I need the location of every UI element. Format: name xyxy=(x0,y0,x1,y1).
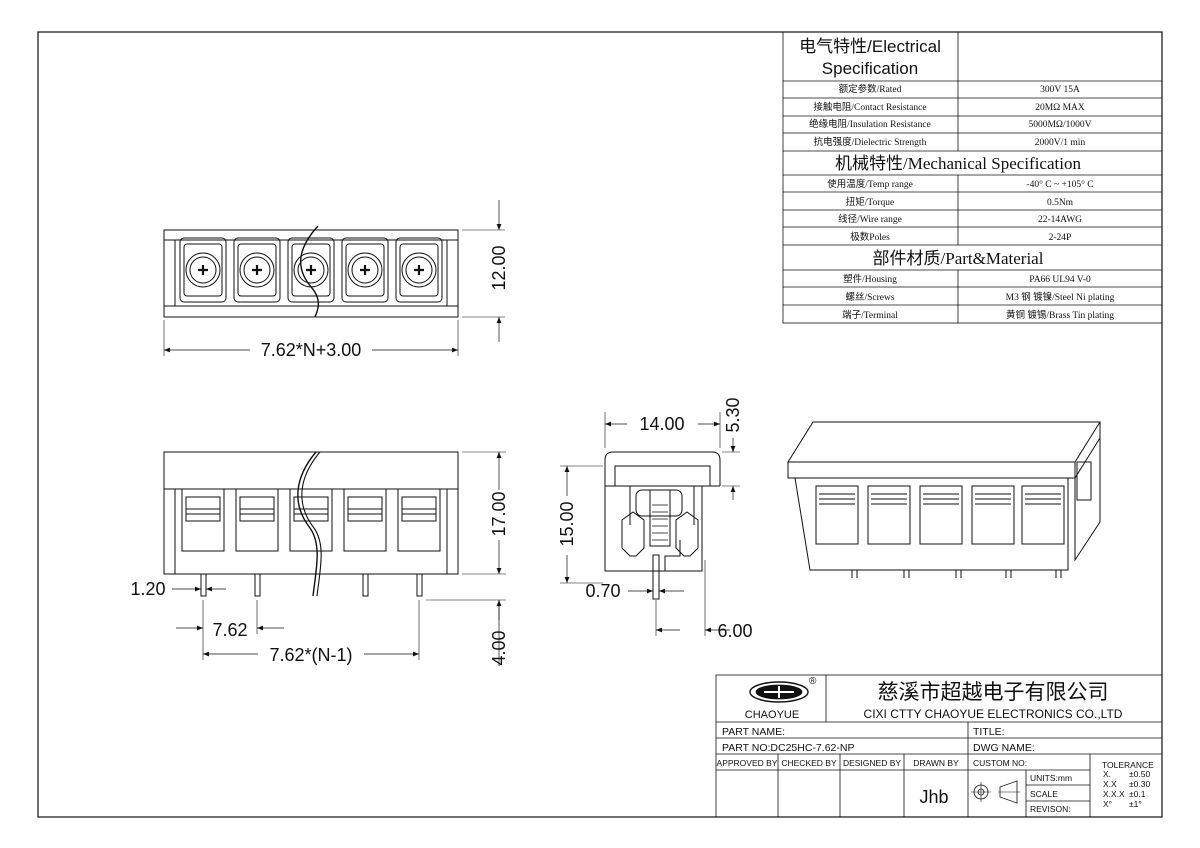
spec-label: 端子/Terminal xyxy=(842,309,898,321)
dim-side-pin: 0.70 xyxy=(585,581,620,601)
dim-top-height: 12.00 xyxy=(489,245,509,290)
dim-pitch: 7.62 xyxy=(212,620,247,640)
terminal-cell xyxy=(181,488,225,552)
spec-value: 2000V/1 min xyxy=(1035,138,1086,148)
iso-terminal xyxy=(1021,485,1065,545)
spec-label: 抗电强度/Dielectric Strength xyxy=(814,136,927,148)
dim-pin-length: 4.00 xyxy=(489,630,509,665)
spec-label: 螺丝/Screws xyxy=(845,291,894,303)
side-view xyxy=(560,412,740,636)
iso-terminal xyxy=(815,485,859,545)
spec-label: 绝缘电阻/Insulation Resistance xyxy=(809,118,931,130)
drawing-border xyxy=(37,31,1163,818)
dim-pin-width: 1.20 xyxy=(130,579,165,599)
mechanical-title: 机械特性/Mechanical Specification xyxy=(835,154,1081,173)
isometric-view xyxy=(787,421,1101,578)
scale-label: SCALE xyxy=(1030,789,1058,799)
terminal-cell xyxy=(343,488,387,552)
dim-side-width: 14.00 xyxy=(639,414,684,434)
tolerance-value: ±0.50 xyxy=(1129,769,1150,779)
screw-cell xyxy=(341,237,389,303)
company-name-cn: 慈溪市超越电子有限公司 xyxy=(878,681,1109,704)
tolerance-value: ±0.30 xyxy=(1129,779,1150,789)
electrical-title-line1: 电气特性/Electrical xyxy=(799,37,941,56)
spec-label: 扭矩/Torque xyxy=(846,196,894,208)
tolerance-key: X.X xyxy=(1103,779,1117,789)
spec-label: 极数Poles xyxy=(850,231,890,243)
dim-side-height: 15.00 xyxy=(557,501,577,546)
title-block xyxy=(715,674,1163,818)
custom-no-label: CUSTOM NO: xyxy=(973,758,1027,768)
spec-label: 接触电阻/Contact Resistance xyxy=(813,101,926,113)
electrical-title-line2: Specification xyxy=(822,59,918,78)
title-label: TITLE: xyxy=(973,726,1005,738)
approved-by-label: APPROVED BY xyxy=(717,758,778,768)
screw-cell xyxy=(233,237,281,303)
top-view xyxy=(163,200,505,356)
screw-cell xyxy=(179,237,227,303)
spec-label: 额定参数/Rated xyxy=(839,83,902,95)
tolerance-value: ±1° xyxy=(1129,799,1142,809)
tolerance-key: X. xyxy=(1103,769,1111,779)
iso-terminal xyxy=(971,485,1015,545)
designed-by-label: DESIGNED BY xyxy=(843,758,901,768)
logo-text: CHAOYUE xyxy=(745,709,799,721)
spec-value: 黄铜 镀锡/Brass Tin plating xyxy=(1006,309,1114,321)
dim-pin-span: 7.62*(N-1) xyxy=(269,645,352,665)
drawn-by-label: DRAWN BY xyxy=(913,758,959,768)
company-name-en: CIXI CTTY CHAOYUE ELECTRONICS CO.,LTD xyxy=(864,707,1123,721)
dwg-name-label: DWG NAME: xyxy=(973,742,1035,754)
terminal-cell xyxy=(235,488,279,552)
drawn-by-value: Jhb xyxy=(919,787,948,807)
revision-label: REVISON: xyxy=(1030,804,1071,814)
tolerance-key: X.X.X xyxy=(1103,789,1125,799)
spec-value: 0.5Nm xyxy=(1047,198,1074,208)
checked-by-label: CHECKED BY xyxy=(781,758,837,768)
units-label: UNITS:mm xyxy=(1030,773,1072,783)
spec-value: 5000MΩ/1000V xyxy=(1028,120,1091,130)
terminal-cell xyxy=(397,488,441,552)
terminal-cell xyxy=(289,488,333,552)
logo-registered-mark: ® xyxy=(809,676,817,687)
spec-value: 300V 15A xyxy=(1040,85,1080,95)
dim-front-height: 17.00 xyxy=(489,491,509,536)
material-title: 部件材质/Part&Material xyxy=(873,249,1044,268)
wire-line xyxy=(299,225,320,318)
screw-cell xyxy=(287,237,335,303)
tolerance-value: ±0.1 xyxy=(1129,789,1146,799)
part-name-label: PART NAME: xyxy=(722,726,785,738)
tolerance-title: TOLERANCE xyxy=(1102,760,1154,770)
spec-value: 2-24P xyxy=(1049,233,1072,243)
iso-terminal xyxy=(919,485,963,545)
spec-label: 塑件/Housing xyxy=(843,273,897,285)
spec-value: PA66 UL94 V-0 xyxy=(1029,275,1091,285)
screw-cell xyxy=(395,237,443,303)
iso-terminal xyxy=(867,485,911,545)
spec-value: M3 钢 镀镍/Steel Ni plating xyxy=(1006,291,1115,303)
spec-value: 20MΩ MAX xyxy=(1035,103,1085,113)
dim-side-offset: 6.00 xyxy=(717,621,752,641)
dim-side-cap: 5.30 xyxy=(723,397,743,432)
spec-label: 使用温度/Temp range xyxy=(827,178,913,190)
front-view xyxy=(163,451,506,666)
spec-label: 线径/Wire range xyxy=(838,213,902,225)
dim-top-width: 7.62*N+3.00 xyxy=(261,340,362,360)
part-no: PART NO:DC25HC-7.62-NP xyxy=(722,742,854,754)
specification-table xyxy=(782,31,1163,324)
wire-line xyxy=(297,451,318,597)
spec-value: -40° C ~ +105° C xyxy=(1026,179,1093,190)
tolerance-key: X° xyxy=(1103,799,1112,809)
spec-value: 22-14AWG xyxy=(1038,215,1082,225)
